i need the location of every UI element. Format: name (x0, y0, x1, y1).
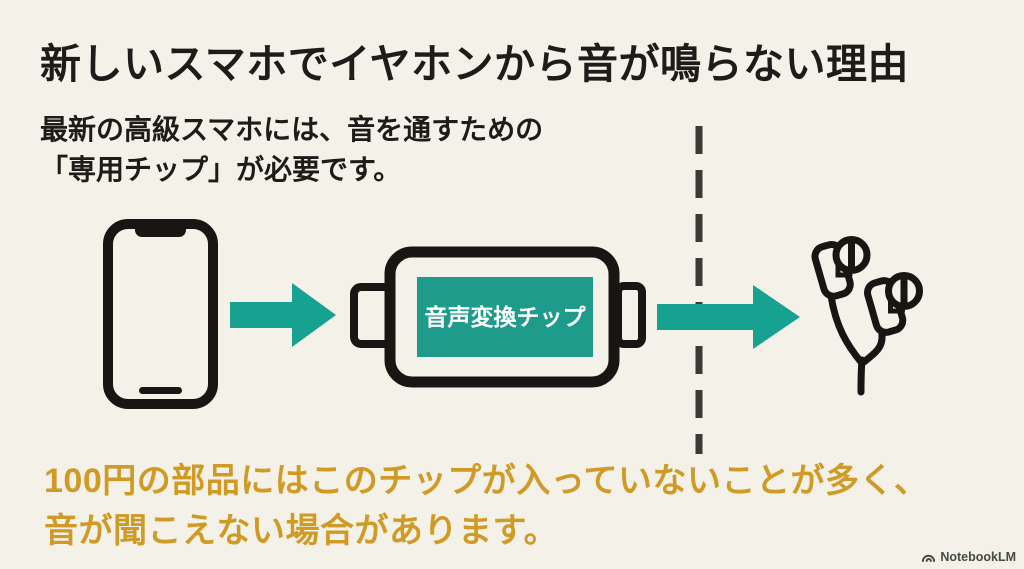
phone-home-bar (139, 387, 182, 394)
adapter-right-plug (614, 282, 646, 348)
earphones-icon (811, 236, 923, 396)
phone-notch (135, 222, 186, 237)
arrow-right-icon (657, 285, 800, 349)
arrow-right-icon (230, 283, 336, 347)
watermark-label: NotebookLM (940, 550, 1016, 564)
audio-chip-label: 音声変換チップ (425, 304, 587, 330)
warning-line-2: 音が聞こえない場合があります。 (44, 512, 559, 550)
smartphone-icon (103, 219, 218, 409)
warning-text: 100円の部品にはこのチップが入っていないことが多く、 音が聞こえない場合があり… (44, 456, 929, 556)
dashed-divider-line (695, 126, 703, 454)
audio-chip-rect (417, 277, 593, 357)
description-line-1: 最新の高級スマホには、音を通すための (40, 114, 544, 145)
warning-line-1: 100円の部品にはこのチップが入っていないことが多く、 (44, 462, 929, 500)
page-title: 新しいスマホでイヤホンから音が鳴らない理由 (40, 41, 910, 87)
description-text: 最新の高級スマホには、音を通すための 「専用チップ」が必要です。 (40, 110, 543, 190)
description-line-2: 「専用チップ」が必要です。 (40, 154, 402, 185)
audio-adapter-icon: 音声変換チップ (350, 246, 646, 388)
notebooklm-logo-icon (922, 554, 936, 562)
watermark: NotebookLM (921, 550, 1016, 564)
